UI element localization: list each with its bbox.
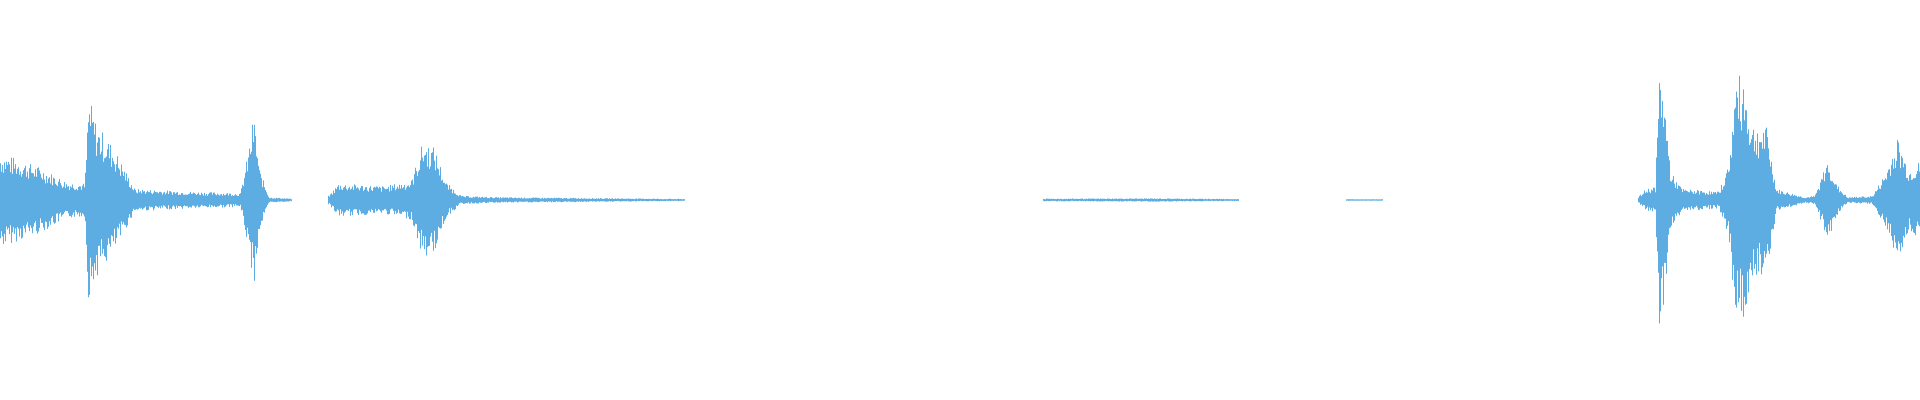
waveform-segment-2: [328, 146, 685, 256]
waveform-segment-3: [1043, 198, 1239, 202]
waveform-segment-5: [1638, 75, 1920, 324]
waveform-segment-4: [1346, 199, 1383, 201]
waveform-segment-1: [0, 105, 292, 298]
